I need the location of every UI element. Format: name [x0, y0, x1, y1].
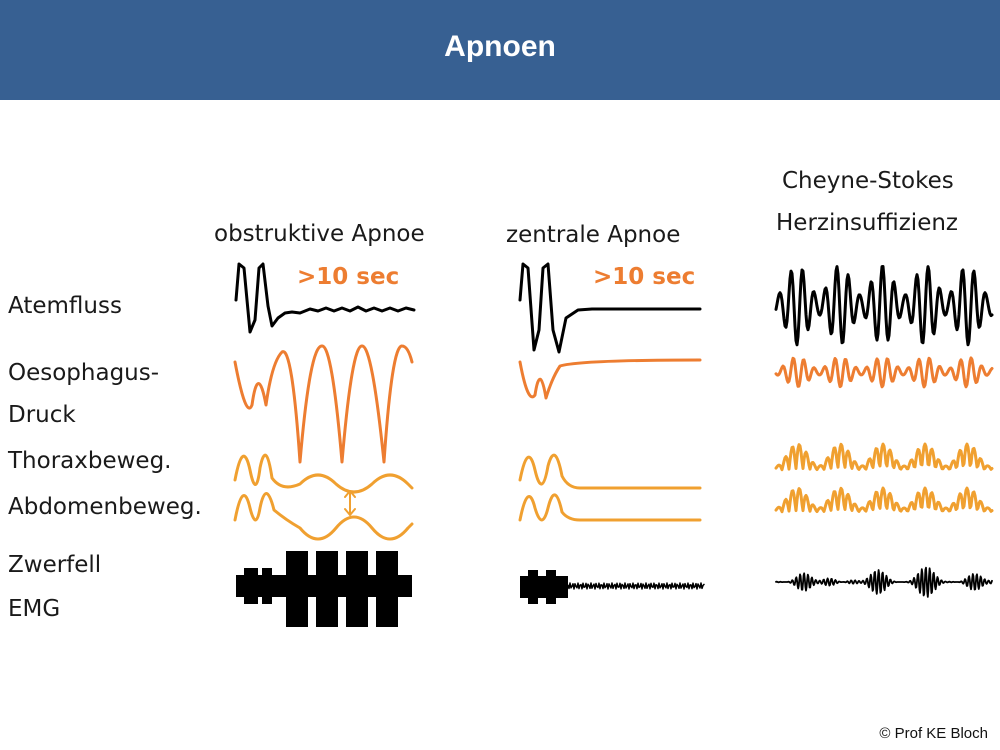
airflow-trace-obstructive — [234, 262, 416, 334]
row-label-diaphragm: Zwerfell — [8, 552, 102, 578]
thorax-trace-central — [518, 453, 702, 490]
copyright: © Prof KE Bloch — [879, 725, 988, 742]
column-header-heart-failure: Herzinsuffizienz — [776, 210, 959, 236]
emg-burst-central-1 — [528, 570, 538, 604]
column-header-central: zentrale Apnoe — [506, 222, 681, 248]
row-label-oesophagus: Oesophagus- — [8, 360, 160, 386]
movement-arrow-obstructive — [344, 490, 356, 516]
emg-burst-6 — [376, 551, 398, 627]
title-bar: Apnoen — [0, 0, 1000, 100]
row-label-airflow: Atemfluss — [8, 293, 122, 319]
emg-trace-cheyne-stokes — [775, 566, 993, 598]
airflow-trace-cheyne-stokes — [774, 265, 994, 347]
pressure-trace-cheyne-stokes — [774, 356, 994, 389]
row-label-emg: EMG — [8, 596, 61, 622]
emg-burst-5 — [346, 551, 368, 627]
emg-burst-2 — [262, 568, 272, 604]
emg-burst-4 — [316, 551, 338, 627]
emg-trace-central — [567, 582, 705, 590]
row-label-abdomen: Abdomenbeweg. — [8, 494, 202, 520]
emg-burst-3 — [286, 551, 308, 627]
emg-burst-central-2 — [546, 570, 556, 604]
row-label-pressure: Druck — [8, 402, 76, 428]
abdomen-trace-central — [518, 493, 702, 522]
row-label-thorax: Thoraxbeweg. — [8, 448, 172, 474]
airflow-trace-central — [518, 262, 702, 354]
abdomen-trace-obstructive — [233, 492, 414, 541]
thorax-trace-cheyne-stokes — [774, 442, 994, 472]
pressure-trace-obstructive — [233, 344, 414, 464]
page-title: Apnoen — [444, 30, 556, 63]
abdomen-trace-cheyne-stokes — [774, 486, 994, 514]
duration-label-central: >10 sec — [593, 264, 696, 290]
pressure-trace-central — [518, 358, 702, 400]
column-header-obstructive: obstruktive Apnoe — [214, 221, 425, 247]
emg-burst-1 — [244, 568, 258, 604]
column-header-cheyne-stokes: Cheyne-Stokes — [782, 168, 954, 194]
duration-label-obstructive: >10 sec — [297, 264, 400, 290]
thorax-trace-obstructive — [233, 453, 414, 494]
emg-baseline-central — [520, 576, 568, 598]
